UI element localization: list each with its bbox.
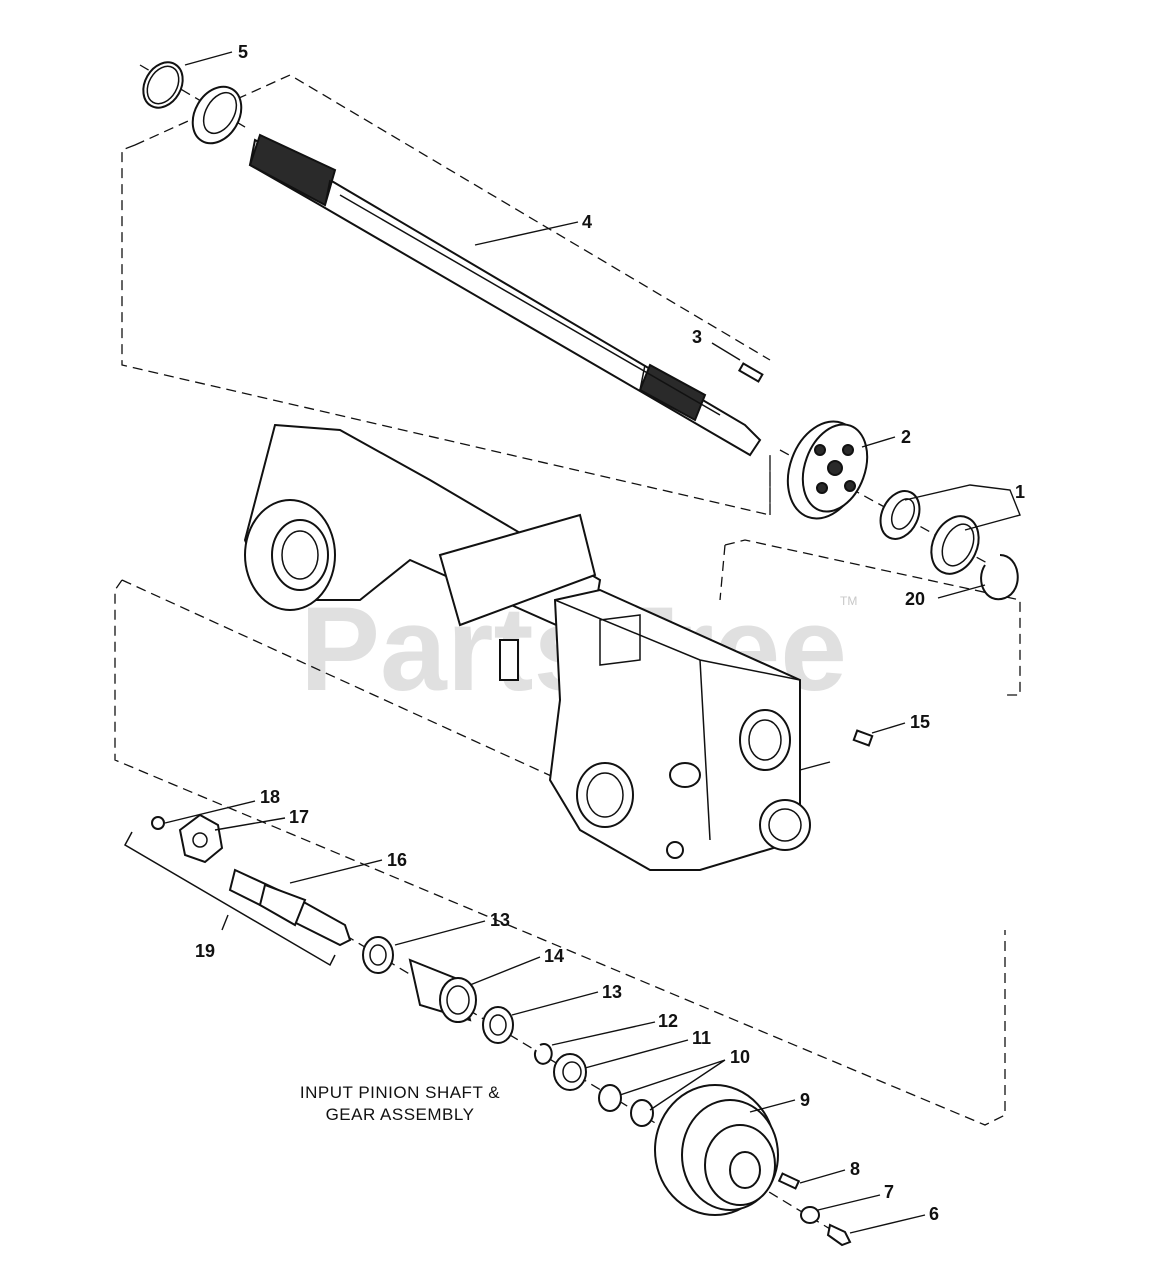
callout-19: 19 — [195, 941, 215, 961]
bracket-part-19 — [123, 831, 336, 967]
transmission-case — [548, 588, 811, 871]
callout-14: 14 — [544, 946, 564, 966]
callout-13-lower: 13 — [602, 982, 622, 1002]
key-part-3 — [737, 362, 764, 383]
callout-6: 6 — [929, 1204, 939, 1224]
callout-7: 7 — [884, 1182, 894, 1202]
washer-part-10a — [598, 1084, 622, 1112]
watermark-tm: TM — [840, 594, 857, 608]
callout-17: 17 — [289, 807, 309, 827]
e-ring-part-18 — [151, 816, 165, 830]
washer-part-7 — [800, 1206, 820, 1224]
gear-part-2 — [786, 420, 869, 520]
pulley-part-9 — [654, 1084, 779, 1216]
spacer-part-11 — [553, 1053, 587, 1091]
right-assembly-outline — [719, 539, 1021, 696]
washer-part-13-lower — [482, 1006, 514, 1044]
callout-4: 4 — [582, 212, 592, 232]
key-part-8 — [777, 1172, 801, 1190]
callout-18: 18 — [260, 787, 280, 807]
callout-12: 12 — [658, 1011, 678, 1031]
callout-13-upper: 13 — [490, 910, 510, 930]
leader-lines — [164, 51, 1021, 1234]
callout-8: 8 — [850, 1159, 860, 1179]
callout-10: 10 — [730, 1047, 750, 1067]
retaining-ring-part-20 — [980, 554, 1019, 601]
snap-ring-part-5 — [142, 61, 184, 109]
retaining-ring-part-12 — [534, 1043, 553, 1065]
axle-housing — [243, 423, 602, 681]
washer-part-13-upper — [362, 936, 394, 974]
bolt-part-6 — [826, 1223, 852, 1247]
callout-2: 2 — [901, 427, 911, 447]
input-shaft-part-16 — [228, 868, 352, 947]
lower-assembly-outline — [114, 579, 1006, 1126]
callout-20: 20 — [905, 589, 925, 609]
caption-line-1: INPUT PINION SHAFT & — [300, 1083, 500, 1102]
callout-11: 11 — [692, 1028, 711, 1048]
bushing-part-14 — [408, 958, 477, 1023]
washer-part-10b — [630, 1099, 654, 1127]
caption-line-2: GEAR ASSEMBLY — [326, 1105, 475, 1124]
pinion-gear-part-17 — [178, 813, 224, 864]
callout-15: 15 — [910, 712, 930, 732]
callout-16: 16 — [387, 850, 407, 870]
upper-assembly-outline — [121, 74, 771, 516]
worm-shaft-part-4 — [248, 133, 762, 457]
bearing-part-1 — [879, 490, 980, 575]
bearing-upper — [191, 85, 243, 145]
callout-5: 5 — [238, 42, 248, 62]
callout-3: 3 — [692, 327, 702, 347]
callout-9: 9 — [800, 1090, 810, 1110]
callout-1: 1 — [1015, 482, 1025, 502]
set-screw-part-15 — [852, 729, 874, 747]
